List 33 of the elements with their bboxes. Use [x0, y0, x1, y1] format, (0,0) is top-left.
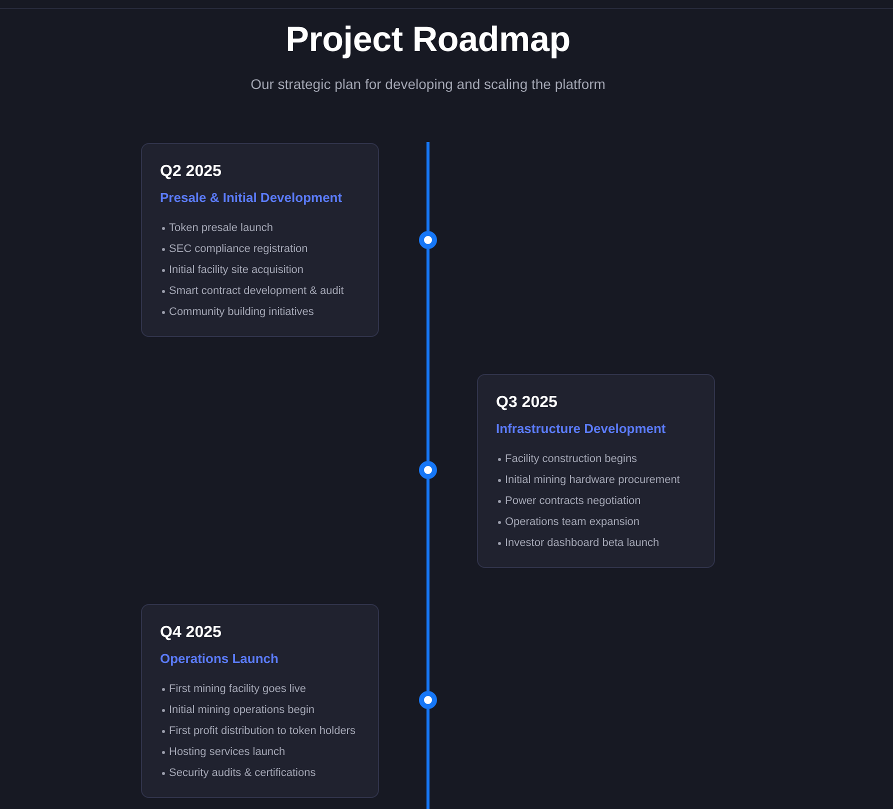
milestone-item: Token presale launch	[160, 218, 273, 239]
milestone-item: Operations team expansion	[496, 512, 640, 533]
timeline-dot	[419, 691, 437, 709]
phase-title: Operations Launch	[160, 651, 278, 667]
page-title: Project Roadmap	[286, 19, 570, 61]
roadmap-card	[141, 143, 379, 337]
page-subtitle: Our strategic plan for developing and scaling the platform	[250, 75, 606, 93]
milestone-item: Initial mining operations begin	[160, 700, 315, 721]
phase-title: Presale & Initial Development	[160, 190, 342, 206]
quarter-heading: Q3 2025	[496, 393, 558, 413]
milestone-item: Initial facility site acquisition	[160, 260, 304, 281]
timeline-dot	[419, 461, 437, 479]
milestone-item: Power contracts negotiation	[496, 491, 641, 512]
milestone-item: Investor dashboard beta launch	[496, 533, 660, 554]
milestone-item: Security audits & certifications	[160, 763, 316, 784]
roadmap-card	[477, 374, 715, 568]
timeline-line	[426, 709, 430, 809]
milestone-item: SEC compliance registration	[160, 239, 308, 260]
roadmap-card	[141, 604, 379, 798]
phase-title: Infrastructure Development	[496, 421, 666, 437]
milestone-item: First profit distribution to token holders	[160, 721, 356, 742]
milestone-item: Community building initiatives	[160, 302, 314, 323]
quarter-heading: Q4 2025	[160, 623, 222, 643]
milestone-item: First mining facility goes live	[160, 679, 306, 700]
milestone-item: Initial mining hardware procurement	[496, 470, 680, 491]
timeline-line	[426, 142, 430, 231]
timeline-dot	[419, 231, 437, 249]
timeline-line	[426, 249, 430, 461]
timeline-line	[426, 479, 430, 691]
milestone-item: Smart contract development & audit	[160, 281, 344, 302]
quarter-heading: Q2 2025	[160, 162, 222, 182]
milestone-item: Facility construction begins	[496, 449, 638, 470]
milestone-item: Hosting services launch	[160, 742, 286, 763]
